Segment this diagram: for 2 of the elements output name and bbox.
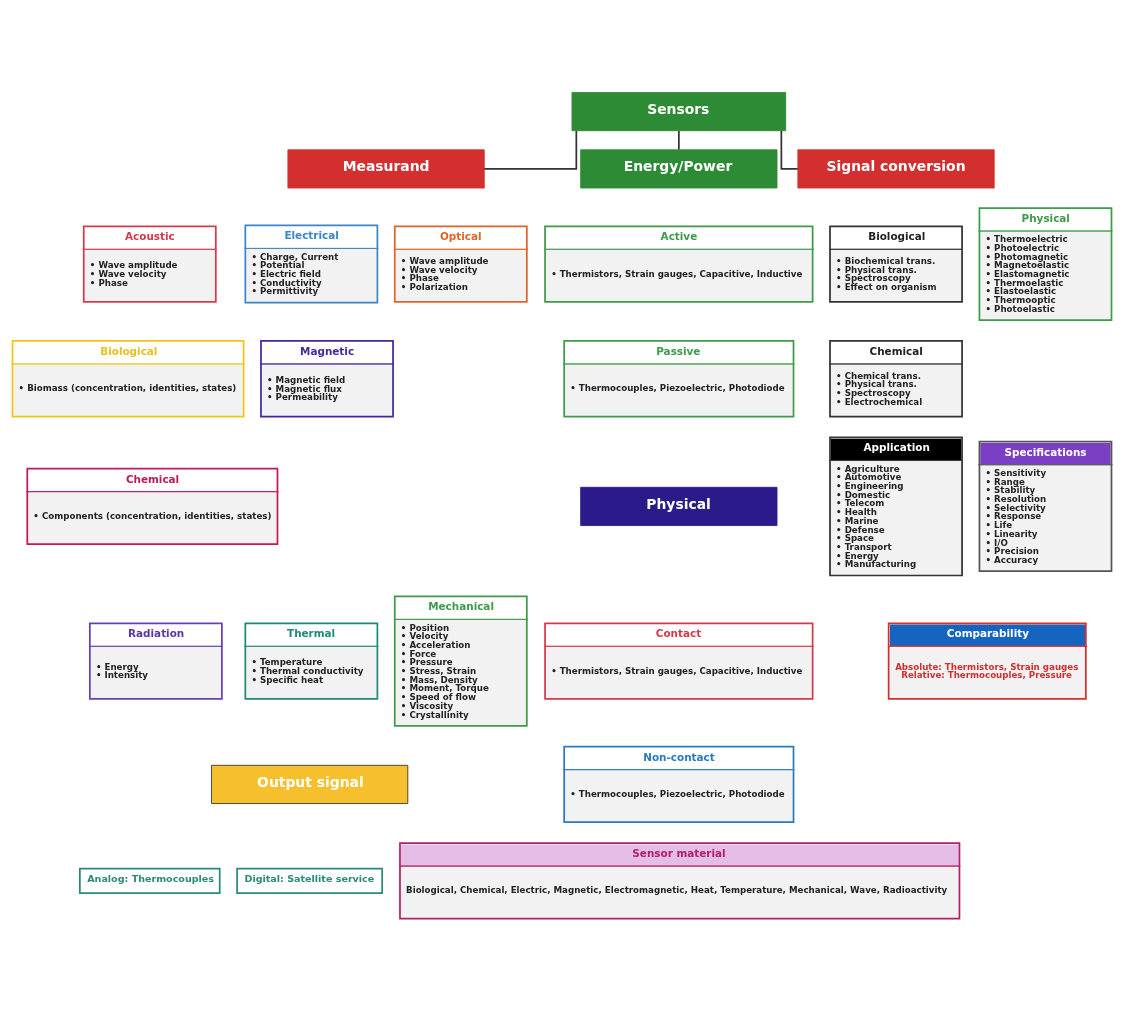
connector (678, 130, 680, 151)
connector (483, 130, 578, 170)
